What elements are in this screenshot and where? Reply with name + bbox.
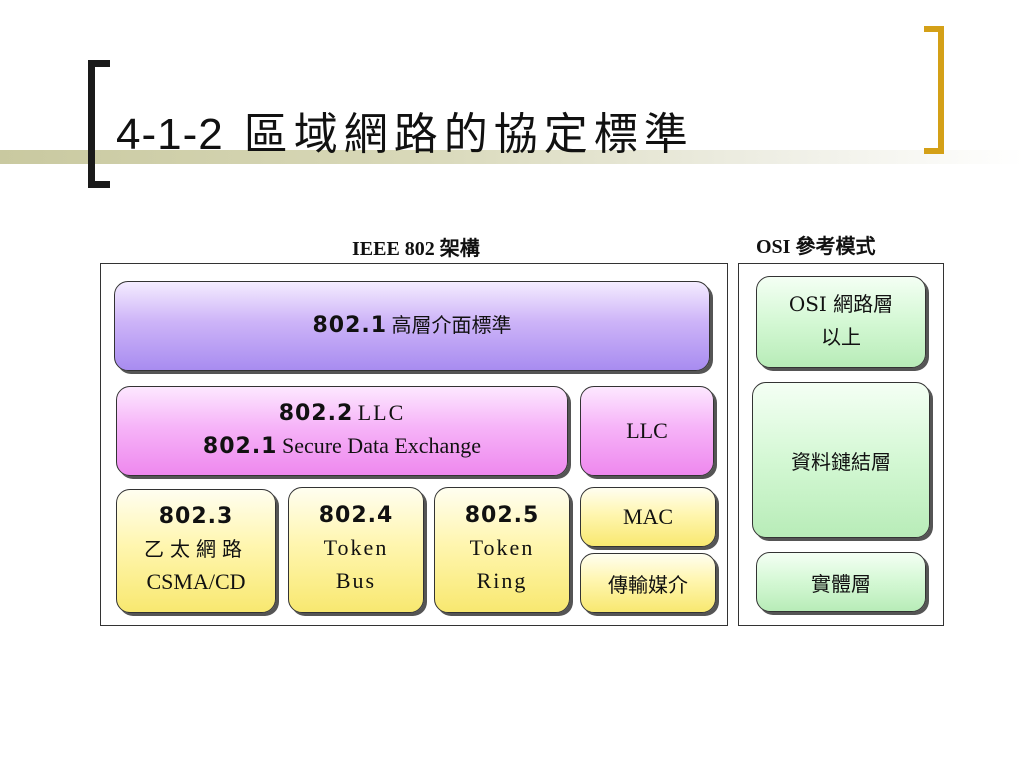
- box-802-3-line1: 乙太網路: [144, 537, 248, 561]
- box-802-3-line2: CSMA/CD: [146, 569, 246, 594]
- box-802-1-text: 高層介面標準: [391, 312, 512, 337]
- box-802-2-text: LLC: [357, 400, 406, 425]
- box-802-1-high-level: 802.1 高層介面標準: [114, 281, 710, 371]
- box-osi-physical: 實體層: [756, 552, 926, 612]
- box-802-4-code: 802.4: [318, 503, 394, 528]
- box-802-1-secure-code: 802.1: [202, 434, 278, 459]
- box-802-1-code: 802.1: [312, 312, 388, 338]
- right-bracket-decoration: [924, 26, 944, 154]
- box-802-2-llc: 802.2 LLC 802.1 Secure Data Exchange: [116, 386, 568, 476]
- box-802-4-token-bus: 802.4 Token Bus: [288, 487, 424, 613]
- box-osi-data-link-text: 資料鏈結層: [791, 449, 891, 474]
- box-llc-text: LLC: [626, 418, 668, 443]
- page-title-text: 區域網路的協定標準: [243, 109, 694, 160]
- box-mac: MAC: [580, 487, 716, 547]
- box-802-3-ethernet: 802.3 乙太網路 CSMA/CD: [116, 489, 276, 613]
- title-underline-bar: [0, 150, 1024, 164]
- ieee-802-header: IEEE 802 架構: [352, 238, 480, 260]
- page-title-number: 4-1-2: [116, 110, 224, 159]
- box-osi-physical-text: 實體層: [811, 571, 871, 596]
- osi-model-header: OSI 參考模式: [756, 236, 876, 258]
- box-llc: LLC: [580, 386, 714, 476]
- box-802-5-line2: Ring: [476, 568, 528, 593]
- box-802-1-secure-text: Secure Data Exchange: [281, 433, 482, 458]
- left-bracket-decoration: [88, 60, 110, 188]
- box-mac-text: MAC: [622, 504, 674, 529]
- box-802-4-line1: Token: [323, 535, 389, 560]
- box-802-5-code: 802.5: [464, 503, 540, 528]
- page-title: 4-1-2 區域網路的協定標準: [116, 98, 694, 162]
- box-osi-network-and-above: OSI 網路層 以上: [756, 276, 926, 368]
- box-802-4-line2: Bus: [335, 568, 377, 593]
- box-osi-data-link: 資料鏈結層: [752, 382, 930, 538]
- box-osi-upper-line2: 以上: [821, 325, 861, 349]
- box-media-text: 傳輸媒介: [608, 572, 688, 597]
- box-802-5-line1: Token: [469, 535, 535, 560]
- box-802-3-code: 802.3: [158, 504, 234, 529]
- box-transmission-media: 傳輸媒介: [580, 553, 716, 613]
- box-802-2-code: 802.2: [278, 401, 354, 426]
- box-802-5-token-ring: 802.5 Token Ring: [434, 487, 570, 613]
- box-osi-upper-line1: OSI 網路層: [788, 292, 894, 316]
